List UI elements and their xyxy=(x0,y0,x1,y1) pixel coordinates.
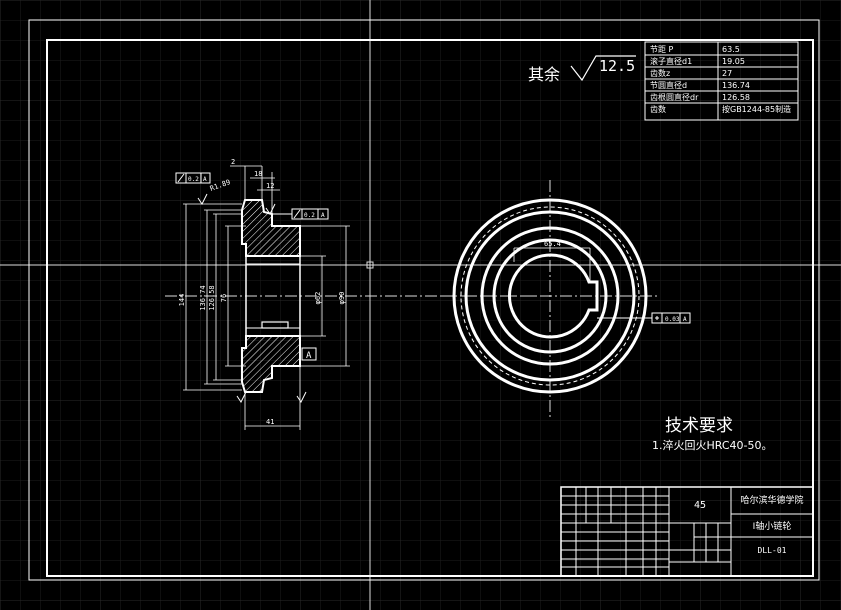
param-value: 按GB1244-85制造 xyxy=(722,104,791,114)
param-value: 136.74 xyxy=(722,81,750,90)
parameter-rows: 节距 P 63.5 滚子直径d1 19.05 齿数z 27 节圆直径d 136.74 齿根圆直径… xyxy=(650,45,791,114)
section-view: 2 18 12 R1.89 41 144 136.74 126.58 76 φ6… xyxy=(165,158,540,430)
svg-text:18: 18 xyxy=(254,170,262,178)
param-value: 63.5 xyxy=(722,45,740,54)
svg-text:41: 41 xyxy=(266,418,274,426)
part-name: Ⅰ轴小链轮 xyxy=(753,520,792,532)
svg-text:0.2: 0.2 xyxy=(188,176,199,183)
svg-text:0.03: 0.03 xyxy=(665,316,680,323)
svg-text:φ90: φ90 xyxy=(338,292,346,305)
param-label: 滚子直径d1 xyxy=(650,56,692,66)
end-view xyxy=(440,180,691,420)
param-value: 27 xyxy=(722,69,732,78)
svg-text:φ62: φ62 xyxy=(314,292,322,305)
svg-text:144: 144 xyxy=(178,294,186,307)
svg-text:2: 2 xyxy=(231,158,235,166)
tech-req-item: 1.淬火回火HRC40-50。 xyxy=(652,438,773,452)
svg-text:136.74: 136.74 xyxy=(199,285,207,310)
drawing-number: DLL-01 xyxy=(758,546,787,555)
outer-frame xyxy=(28,19,820,581)
svg-text:65.4: 65.4 xyxy=(544,240,561,248)
title-block xyxy=(560,486,814,577)
svg-text:76: 76 xyxy=(220,294,228,302)
tech-req-title: 技术要求 xyxy=(665,416,733,436)
param-value: 19.05 xyxy=(722,57,745,66)
svg-text:12: 12 xyxy=(266,182,274,190)
svg-text:A: A xyxy=(306,351,312,361)
svg-text:0.2: 0.2 xyxy=(304,212,315,219)
param-label: 齿数 xyxy=(650,104,666,114)
param-label: 节距 P xyxy=(650,45,674,54)
svg-text:A: A xyxy=(321,212,325,219)
svg-text:12.5: 12.5 xyxy=(599,57,635,75)
school-name: 哈尔滨华德学院 xyxy=(740,494,803,506)
material-value: 45 xyxy=(694,500,706,511)
param-label: 齿数z xyxy=(650,68,670,78)
parameter-table xyxy=(644,41,799,121)
svg-text:A: A xyxy=(683,316,687,323)
inner-frame xyxy=(46,39,814,577)
svg-text:其余: 其余 xyxy=(528,65,560,84)
param-label: 节圆直径d xyxy=(650,80,687,90)
roughness-symbol: 其余 12.5 xyxy=(528,55,636,84)
svg-text:126.58: 126.58 xyxy=(208,285,216,310)
param-label: 齿根圆直径dr xyxy=(650,92,699,102)
param-value: 126.58 xyxy=(722,93,750,102)
svg-text:A: A xyxy=(203,176,207,183)
